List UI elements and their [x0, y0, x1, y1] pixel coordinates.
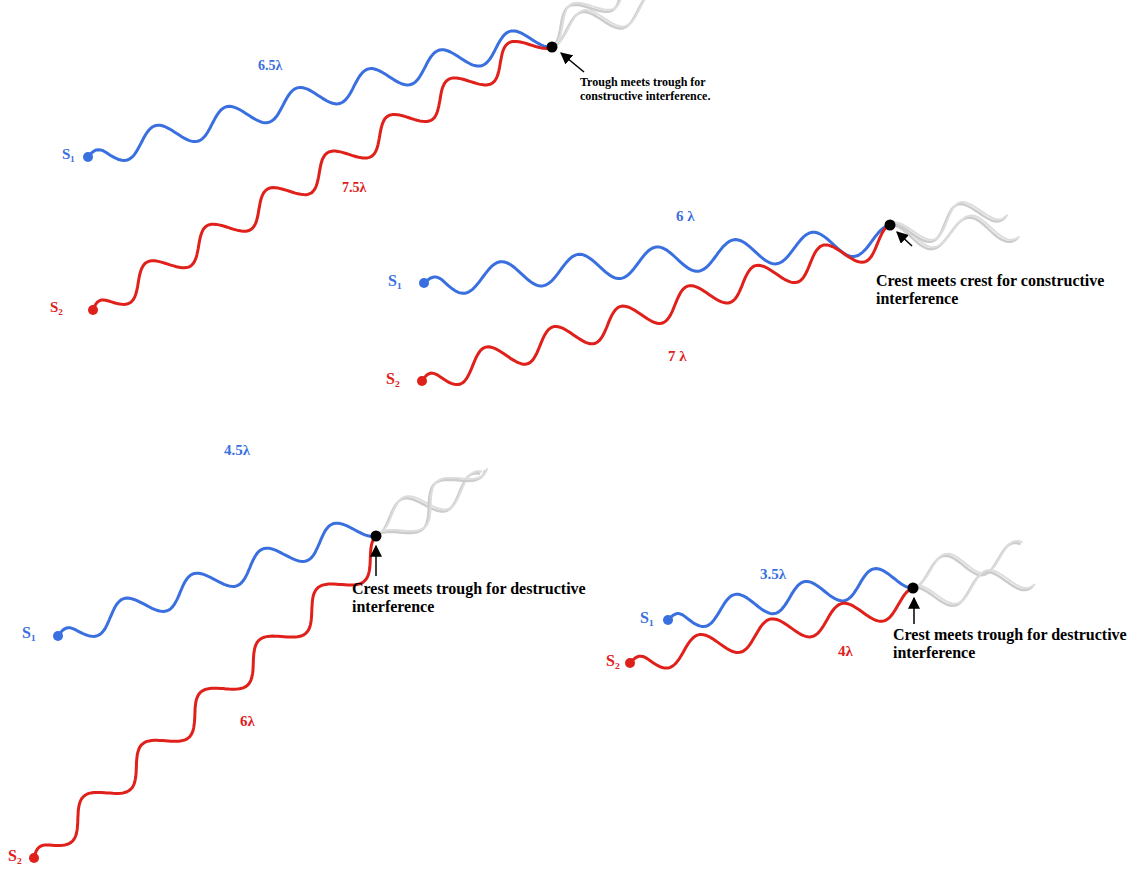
meeting-point — [547, 42, 558, 53]
meeting-point — [885, 220, 896, 231]
wave-path — [668, 569, 914, 627]
source-label: S₁ — [640, 609, 654, 627]
note-text: Trough meets trough for constructive int… — [580, 76, 730, 104]
source-label: S₂ — [8, 847, 22, 865]
wave-continuation — [378, 468, 487, 534]
path-length: 6.5λ — [258, 58, 282, 74]
leader-arrow — [913, 598, 915, 624]
wave-continuation — [890, 204, 1005, 242]
wave-path — [93, 41, 552, 310]
source-label: S₁ — [22, 624, 36, 642]
wave-path — [630, 588, 914, 668]
source-dot — [29, 853, 39, 863]
leader-arrow — [375, 546, 377, 576]
source-dot — [663, 615, 673, 625]
path-length: 7.5λ — [342, 180, 366, 196]
path-length: 7 λ — [668, 348, 687, 365]
source-dot — [625, 658, 635, 668]
wave-path — [88, 31, 552, 161]
source-dot — [417, 376, 427, 386]
note-text: Crest meets trough for destructive inter… — [352, 580, 622, 617]
source-label: S₂ — [50, 299, 63, 316]
path-length: 4λ — [838, 643, 853, 660]
path-length: 6 λ — [676, 208, 695, 225]
note-text: Crest meets crest for constructive inter… — [876, 272, 1116, 309]
path-length: 3.5λ — [760, 566, 786, 583]
wave-continuation — [914, 572, 1034, 606]
path-length: 6λ — [240, 713, 255, 730]
wave-continuation — [554, 0, 638, 45]
path-length: 4.5λ — [224, 442, 250, 459]
source-dot — [83, 152, 93, 162]
meeting-point — [908, 583, 919, 594]
source-dot — [88, 305, 98, 315]
wave-continuation — [916, 570, 1036, 604]
wave-path — [422, 225, 890, 385]
source-dot — [53, 631, 63, 641]
source-label: S₁ — [62, 146, 75, 163]
wave-path — [34, 536, 376, 858]
source-label: S₁ — [388, 272, 402, 290]
wave-path — [424, 225, 890, 293]
source-dot — [419, 278, 429, 288]
source-label: S₂ — [606, 652, 620, 670]
leader-arrow — [897, 232, 912, 246]
source-label: S₂ — [386, 370, 400, 388]
meeting-point — [371, 531, 382, 542]
leader-arrow — [561, 53, 584, 72]
wave-continuation — [892, 202, 1007, 240]
wave-path — [58, 523, 377, 636]
note-text: Crest meets trough for destructive inter… — [893, 626, 1138, 663]
